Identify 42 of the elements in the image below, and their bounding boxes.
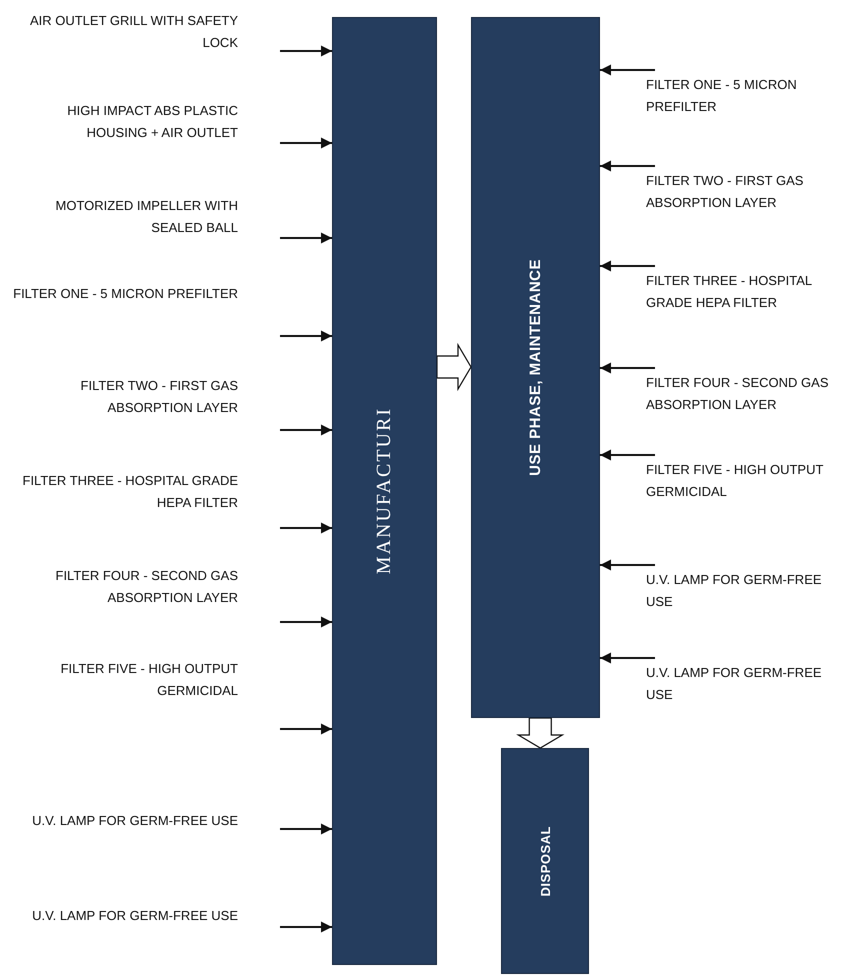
component-label: FILTER TWO - FIRST GAS ABSORPTION LAYER: [646, 170, 846, 214]
process-box: [501, 748, 589, 974]
component-label: HIGH IMPACT ABS PLASTIC HOUSING + AIR OUTLET: [10, 100, 238, 144]
component-label: FILTER THREE - HOSPITAL GRADE HEPA FILTER: [646, 270, 846, 314]
arrow: [600, 560, 655, 570]
block-arrow: [436, 342, 472, 392]
arrow: [280, 138, 332, 148]
process-box: [471, 17, 600, 718]
component-label: U.V. LAMP FOR GERM-FREE USE: [10, 905, 238, 927]
arrow: [280, 46, 332, 56]
block-arrow: [516, 717, 564, 749]
arrow: [600, 64, 655, 76]
component-label: FILTER TWO - FIRST GAS ABSORPTION LAYER: [10, 375, 238, 419]
arrow: [280, 522, 332, 534]
component-label: FILTER FIVE - HIGH OUTPUT GERMICIDAL: [646, 459, 846, 503]
component-label: FILTER ONE - 5 MICRON PREFILTER: [646, 74, 846, 118]
component-label: U.V. LAMP FOR GERM-FREE USE: [646, 662, 846, 706]
arrow: [280, 724, 332, 734]
box-label: USE PHASE, MAINTENANCE: [527, 259, 544, 476]
component-label: MOTORIZED IMPELLER WITH SEALED BALL: [10, 195, 238, 239]
arrow: [600, 362, 655, 374]
component-label: U.V. LAMP FOR GERM-FREE USE: [10, 810, 238, 832]
arrow: [280, 424, 332, 436]
arrow: [280, 616, 332, 628]
component-label: FILTER FOUR - SECOND GAS ABSORPTION LAYER: [10, 565, 238, 609]
process-box: [332, 17, 437, 965]
component-label: FILTER FOUR - SECOND GAS ABSORPTION LAYER: [646, 372, 846, 416]
box-label: MANUFACTURI: [373, 407, 396, 575]
arrow: [600, 652, 655, 664]
component-label: AIR OUTLET GRILL WITH SAFETY LOCK: [10, 10, 238, 54]
component-label: U.V. LAMP FOR GERM-FREE USE: [646, 569, 846, 613]
arrow: [280, 824, 332, 834]
arrow: [280, 232, 332, 244]
arrow: [280, 922, 332, 932]
component-label: FILTER FIVE - HIGH OUTPUT GERMICIDAL: [10, 658, 238, 702]
component-label: FILTER THREE - HOSPITAL GRADE HEPA FILTER: [10, 470, 238, 514]
component-label: FILTER ONE - 5 MICRON PREFILTER: [10, 283, 238, 305]
box-label: DISPOSAL: [538, 826, 552, 896]
arrow: [600, 450, 655, 460]
arrow: [600, 260, 655, 272]
arrow: [600, 160, 655, 172]
arrow: [280, 330, 332, 342]
